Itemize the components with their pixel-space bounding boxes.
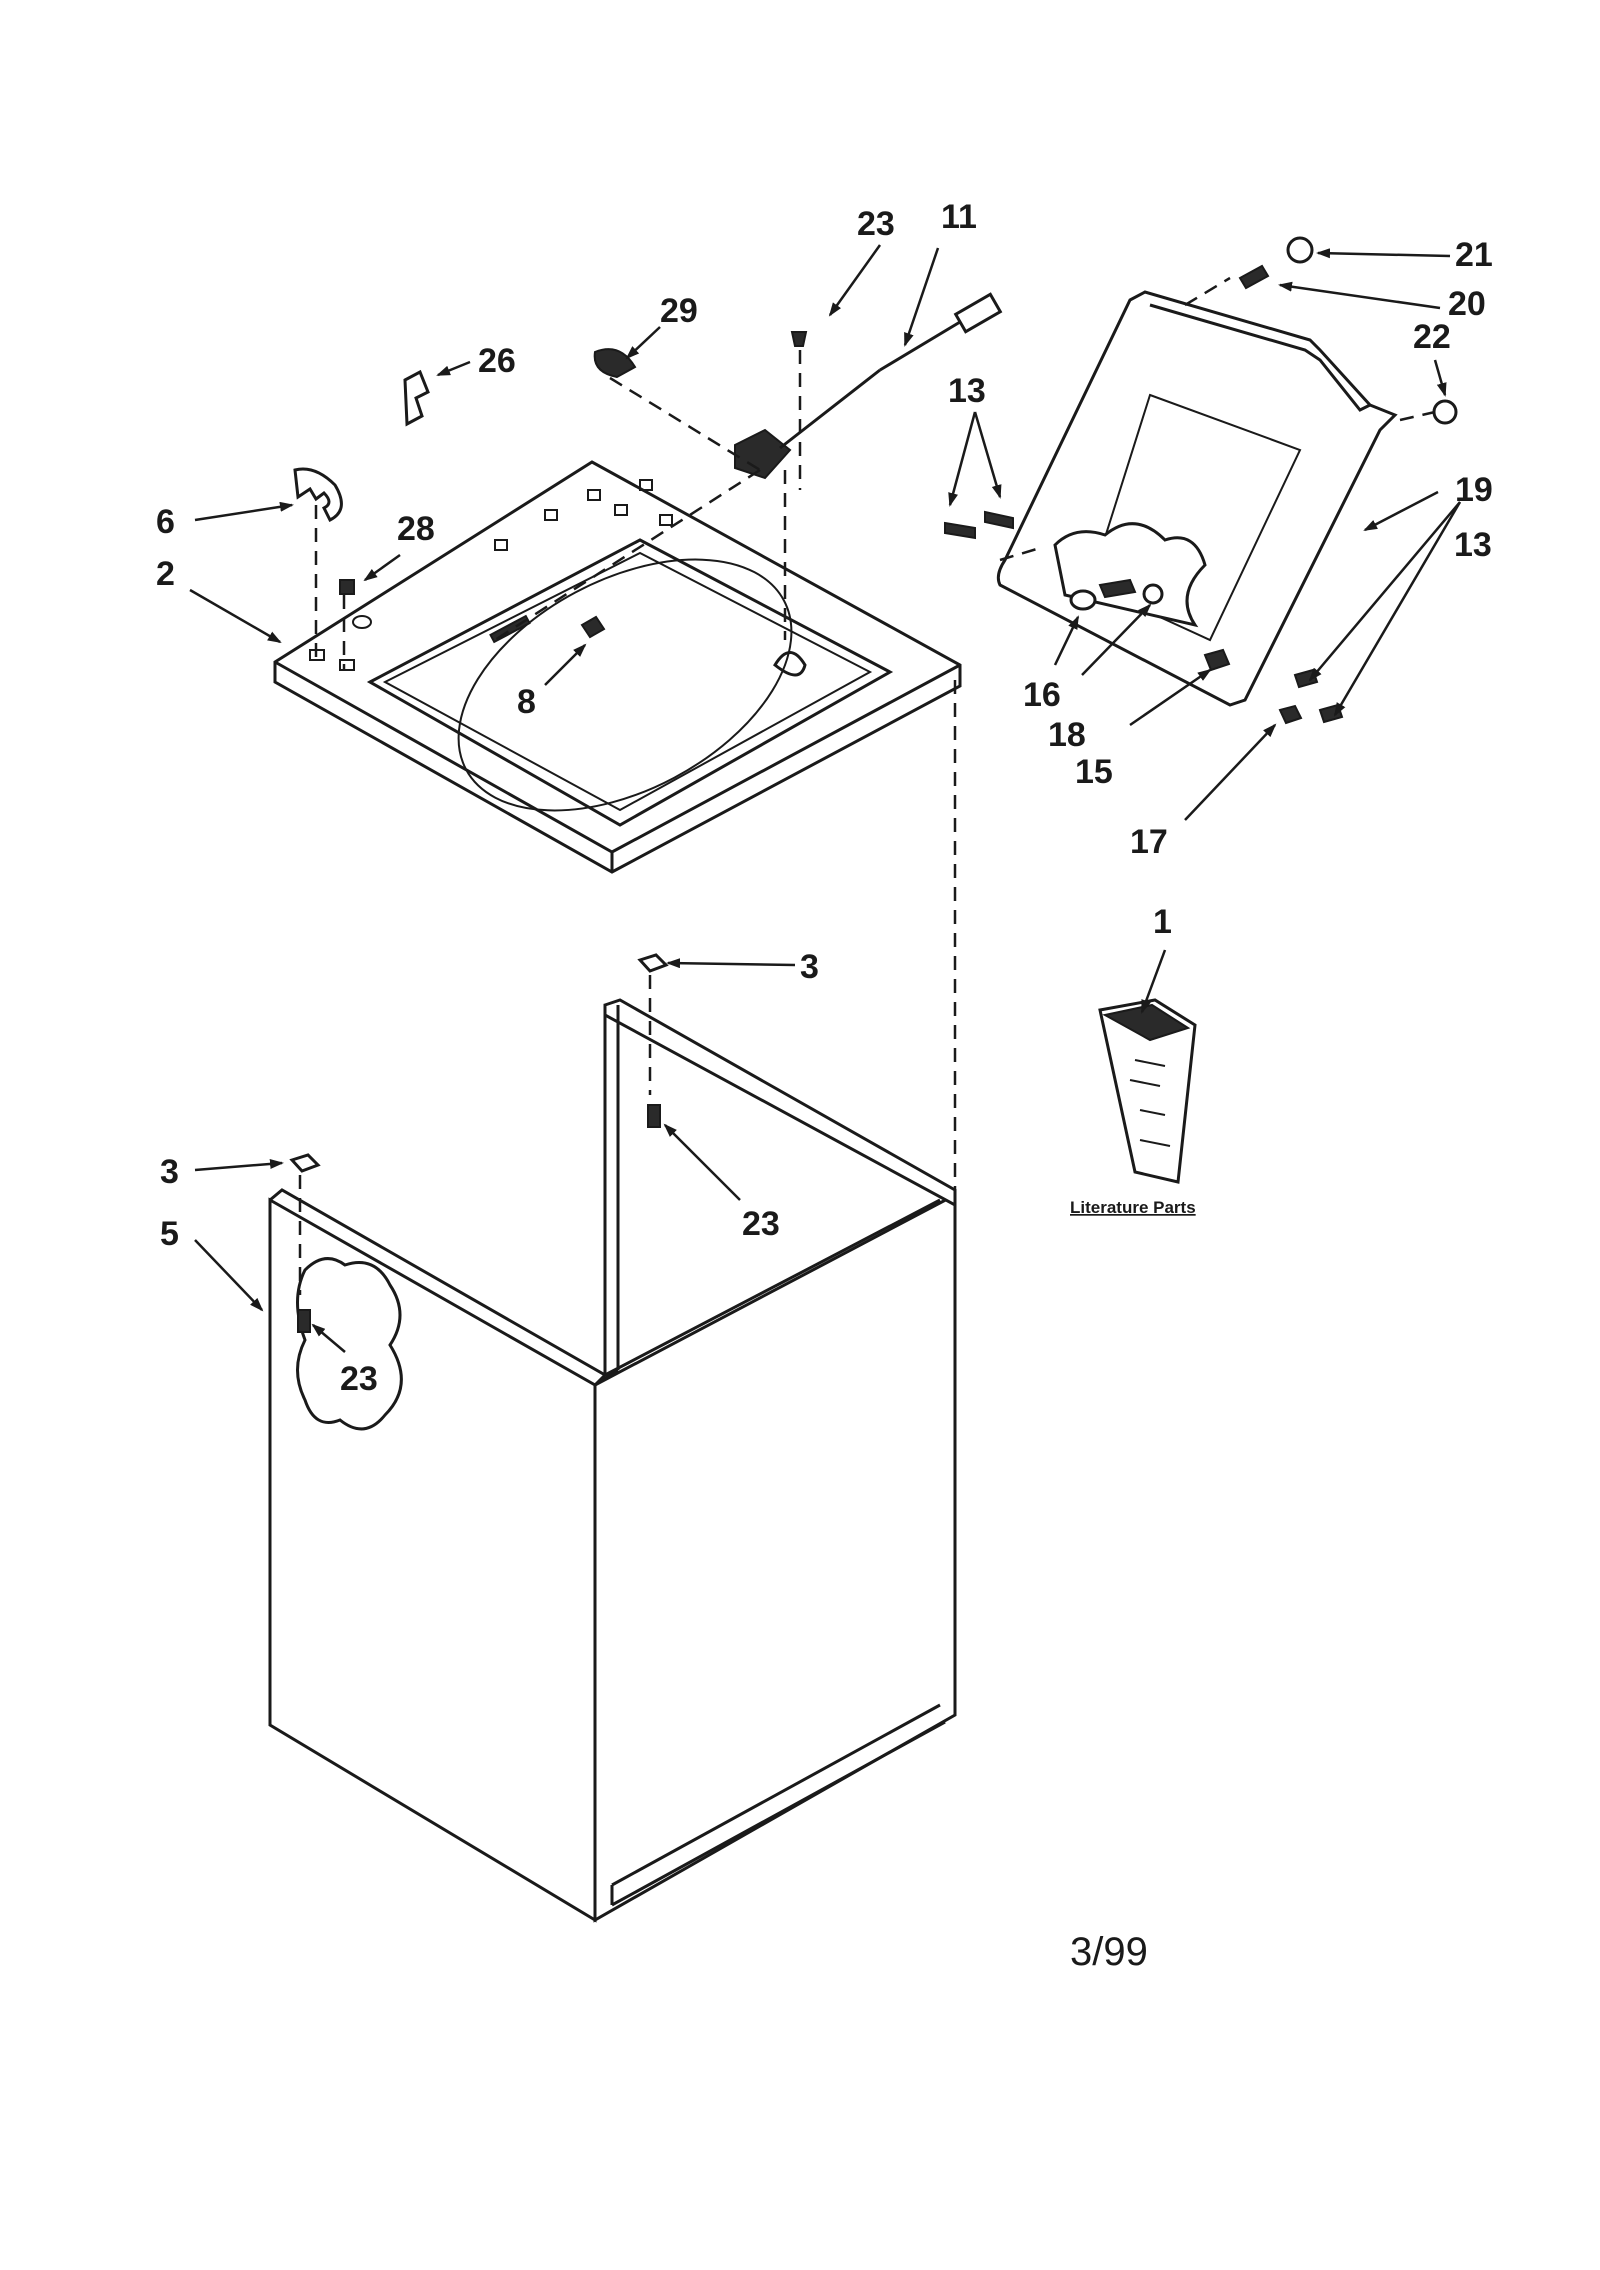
callout-2: 2 (156, 555, 175, 593)
callout-1: 1 (1153, 903, 1172, 941)
actuator-29 (593, 348, 637, 379)
cabinet (268, 680, 957, 1923)
callout-8: 8 (517, 683, 536, 721)
callout-28: 28 (397, 510, 435, 548)
callout-11: 11 (941, 198, 977, 236)
top-panel (273, 460, 962, 874)
callout-21: 21 (1455, 236, 1493, 274)
callout-23-side: 23 (340, 1360, 378, 1398)
callout-23: 23 (857, 205, 895, 243)
lid (996, 290, 1398, 707)
callout-labels: 23 11 29 26 6 28 2 8 13 16 18 15 17 13 1… (156, 198, 1493, 1974)
lid-bumpers (1238, 236, 1458, 425)
bolts-13-left (944, 510, 1014, 540)
callout-arrows (189, 244, 1462, 1353)
callout-29: 29 (660, 292, 698, 330)
callout-3-left: 3 (160, 1153, 179, 1191)
callout-22: 22 (1413, 318, 1451, 356)
literature-booklet (1098, 998, 1197, 1184)
screw-23-middle (647, 1104, 661, 1128)
callout-13-right: 13 (1454, 526, 1492, 564)
callout-6: 6 (156, 503, 175, 541)
clip-26 (403, 369, 430, 427)
callout-5: 5 (160, 1215, 179, 1253)
callout-16: 16 (1023, 676, 1061, 714)
callout-19: 19 (1455, 471, 1493, 509)
screw-23-side (297, 1309, 311, 1333)
clip-6 (293, 467, 343, 523)
callout-23-middle: 23 (742, 1205, 780, 1243)
callout-3-right: 3 (800, 948, 819, 986)
callout-20: 20 (1448, 285, 1486, 323)
clip-3-right (637, 953, 669, 973)
lid-switch-11 (734, 292, 1003, 480)
literature-parts-label: Literature Parts (1070, 1198, 1196, 1217)
callout-15: 15 (1075, 753, 1113, 791)
callout-18: 18 (1048, 716, 1086, 754)
date-code: 3/99 (1070, 1930, 1148, 1974)
screw-8 (580, 615, 606, 639)
screw-23-top (790, 331, 808, 347)
callout-13: 13 (948, 372, 986, 410)
hinge-parts (1069, 578, 1303, 725)
bracket-28 (339, 579, 355, 595)
assembly-lines (298, 276, 1436, 1295)
clip-3-left (289, 1153, 321, 1173)
callout-26: 26 (478, 342, 516, 380)
callout-17: 17 (1130, 823, 1168, 861)
